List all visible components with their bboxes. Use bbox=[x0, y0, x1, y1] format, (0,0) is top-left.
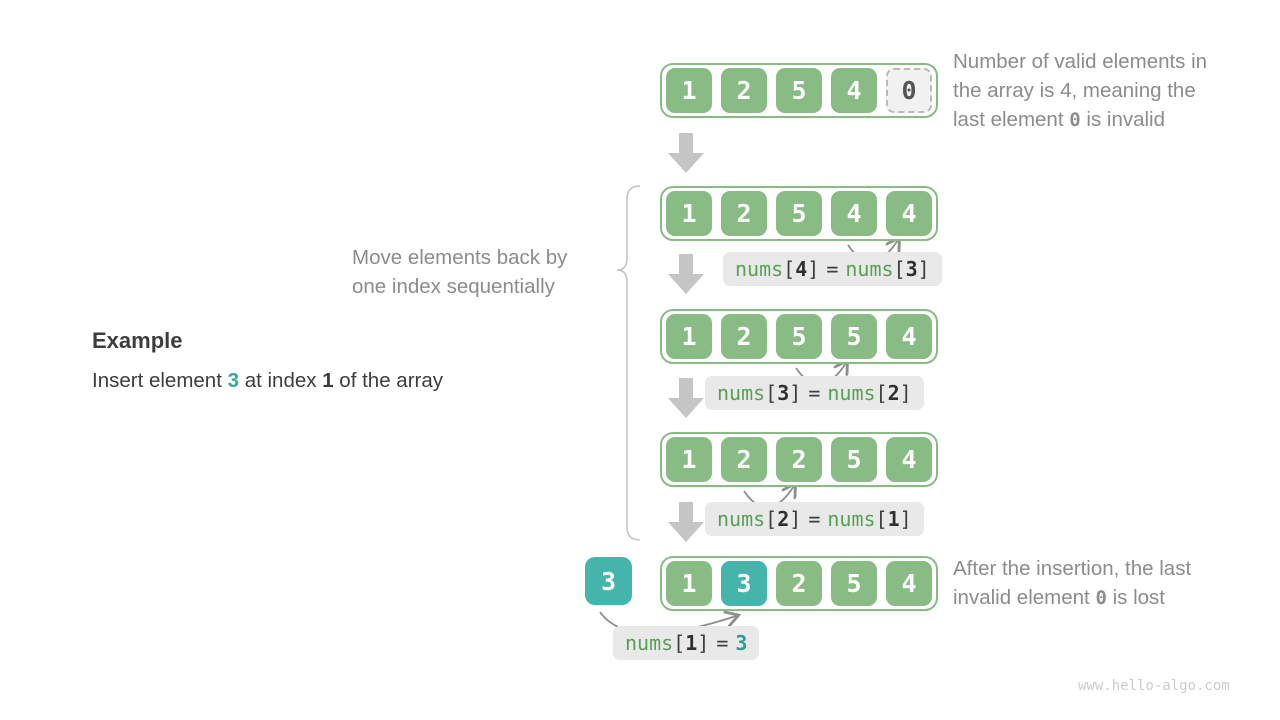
inserted-value-cell: 3 bbox=[585, 557, 632, 605]
move-note: Move elements back by one index sequenti… bbox=[352, 243, 567, 301]
watermark: www.hello-algo.com bbox=[1078, 678, 1230, 694]
example-text-mid: at index bbox=[239, 369, 323, 392]
array-row-step3: 1 2 2 5 4 bbox=[660, 432, 938, 487]
array-cell: 5 bbox=[776, 191, 822, 236]
example-description: Insert element 3 at index 1 of the array bbox=[92, 369, 443, 393]
note-top-line3-pre: last element bbox=[953, 108, 1070, 131]
assignment-label: nums[1]=3 bbox=[613, 626, 760, 660]
note-top-line3-post: is invalid bbox=[1080, 108, 1165, 131]
down-arrow-icon bbox=[668, 378, 704, 418]
example-text-post: of the array bbox=[333, 369, 443, 392]
array-row-step2: 1 2 5 5 4 bbox=[660, 309, 938, 364]
array-cell: 2 bbox=[721, 68, 767, 113]
array-cell: 4 bbox=[886, 314, 932, 359]
array-cell: 4 bbox=[886, 561, 932, 606]
down-arrow-icon bbox=[668, 254, 704, 294]
note-bottom-line2-post: is lost bbox=[1106, 586, 1166, 609]
down-arrow-icon bbox=[668, 502, 704, 542]
example-insert-value: 3 bbox=[227, 369, 239, 392]
array-cell: 4 bbox=[886, 437, 932, 482]
array-cell: 2 bbox=[721, 314, 767, 359]
array-cell: 1 bbox=[666, 437, 712, 482]
move-note-line2: one index sequentially bbox=[352, 275, 555, 298]
note-top-line1: Number of valid elements in bbox=[953, 50, 1208, 73]
note-top-line2: the array is 4, meaning the bbox=[953, 79, 1196, 102]
assignment-label: nums[4]=nums[3] bbox=[723, 252, 942, 286]
array-cell: 1 bbox=[666, 561, 712, 606]
array-row-step4: 1 3 2 5 4 bbox=[660, 556, 938, 611]
down-arrow-icon bbox=[668, 133, 704, 173]
array-cell: 2 bbox=[776, 437, 822, 482]
array-cell: 4 bbox=[831, 191, 877, 236]
array-cell: 5 bbox=[776, 314, 822, 359]
curly-brace bbox=[616, 185, 641, 541]
array-cell: 5 bbox=[831, 314, 877, 359]
after-insertion-note: After the insertion, the last invalid el… bbox=[953, 554, 1191, 613]
array-cell: 1 bbox=[666, 68, 712, 113]
array-cell-inserted: 3 bbox=[721, 561, 767, 606]
assignment-label: nums[2]=nums[1] bbox=[705, 502, 924, 536]
array-cell: 4 bbox=[886, 191, 932, 236]
note-bottom-line1: After the insertion, the last bbox=[953, 557, 1192, 580]
array-cell: 2 bbox=[721, 191, 767, 236]
array-cell-invalid: 0 bbox=[886, 68, 932, 113]
array-row-step1: 1 2 5 4 4 bbox=[660, 186, 938, 241]
array-row-step0: 1 2 5 4 0 bbox=[660, 63, 938, 118]
note-bottom-line2-pre: invalid element bbox=[953, 586, 1096, 609]
example-insert-index: 1 bbox=[322, 369, 334, 392]
array-cell: 4 bbox=[831, 68, 877, 113]
note-top-zero: 0 bbox=[1069, 109, 1081, 131]
note-bottom-zero: 0 bbox=[1095, 587, 1107, 609]
array-cell: 2 bbox=[776, 561, 822, 606]
example-text-pre: Insert element bbox=[92, 369, 228, 392]
valid-elements-note: Number of valid elements in the array is… bbox=[953, 47, 1207, 135]
array-cell: 2 bbox=[721, 437, 767, 482]
example-title: Example bbox=[92, 328, 183, 353]
array-cell: 1 bbox=[666, 314, 712, 359]
array-cell: 1 bbox=[666, 191, 712, 236]
array-cell: 5 bbox=[776, 68, 822, 113]
array-cell: 5 bbox=[831, 437, 877, 482]
array-cell: 5 bbox=[831, 561, 877, 606]
assignment-label: nums[3]=nums[2] bbox=[705, 376, 924, 410]
move-note-line1: Move elements back by bbox=[352, 246, 568, 269]
